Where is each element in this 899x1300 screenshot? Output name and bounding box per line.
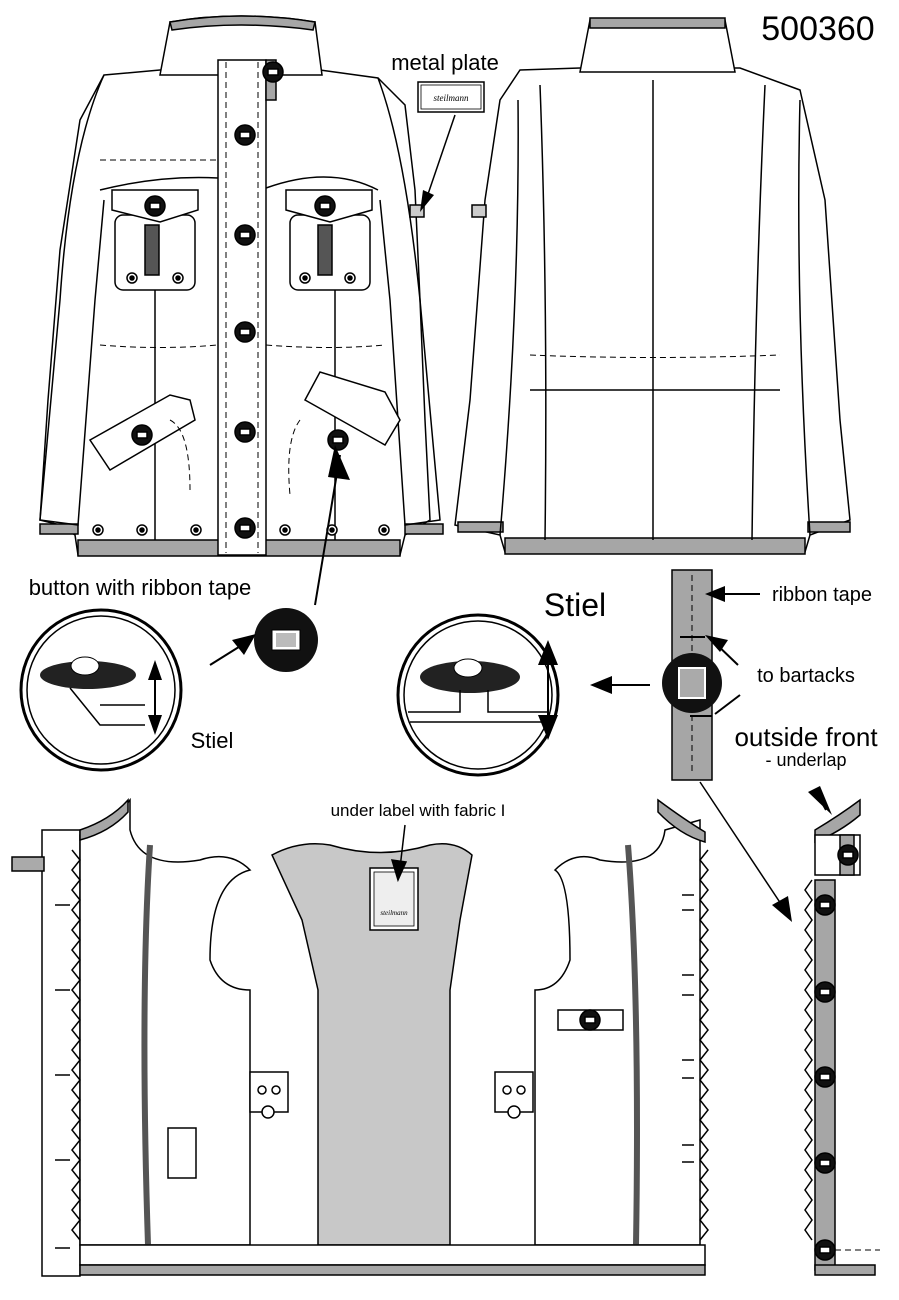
style-number: 500360 [761,10,874,48]
metal-plate-badge: steilmann [417,81,485,212]
to-bartacks-label: to bartacks [757,665,855,687]
stiel-large-label: Stiel [544,587,606,623]
under-label-caption: under label with fabric I [331,801,506,820]
lining-back-panel [271,843,473,1246]
outside-front-label: outside front [734,722,878,752]
stiel-detail [396,569,792,922]
svg-text:steilmann: steilmann [380,909,408,917]
underlap-strip [804,798,880,1276]
front-right-sleeve [377,77,441,526]
ribbon-tape-label: ribbon tape [772,584,872,606]
metal-plate-label: metal plate [391,50,499,75]
inside-view: steilmann [11,797,709,1277]
front-left-sleeve [39,74,105,526]
front-right-lower-flap [303,371,401,447]
front-right-chest-pocket [285,189,373,291]
underlap-label: - underlap [765,750,846,770]
button-ribbon-detail [19,445,350,772]
plate-brand-text: steilmann [434,93,469,103]
back-view [454,17,851,555]
back-hem-band [504,537,806,555]
stiel-small-label: Stiel [191,728,234,753]
front-view [39,15,444,557]
front-left-chest-pocket [111,189,199,291]
button-ribbon-label: button with ribbon tape [29,575,252,600]
